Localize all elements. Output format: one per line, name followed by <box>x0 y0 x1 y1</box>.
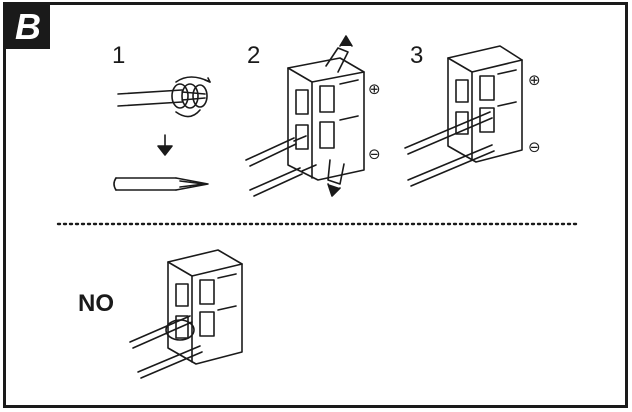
step-1-twist-wire-illustration <box>117 76 211 118</box>
wrong-example-label: NO <box>78 290 114 317</box>
step-1-number: 1 <box>112 42 126 69</box>
panel-label-badge: B <box>6 5 50 49</box>
step-3-number: 3 <box>410 42 424 69</box>
step-3-minus-symbol: ⊖ <box>528 138 541 156</box>
step-2-plus-symbol: ⊕ <box>368 80 381 98</box>
step-1-twisted-wire-result <box>113 177 209 191</box>
instruction-panel-frame: B <box>3 2 628 408</box>
step-2-minus-symbol: ⊖ <box>368 145 381 163</box>
step-3-plus-symbol: ⊕ <box>528 71 541 89</box>
step-3-terminal-illustration <box>404 45 523 187</box>
step-2-terminal-illustration <box>245 35 365 197</box>
wrong-insertion-illustration <box>129 249 243 379</box>
step-2-number: 2 <box>247 42 261 69</box>
down-arrow-icon <box>157 134 173 156</box>
